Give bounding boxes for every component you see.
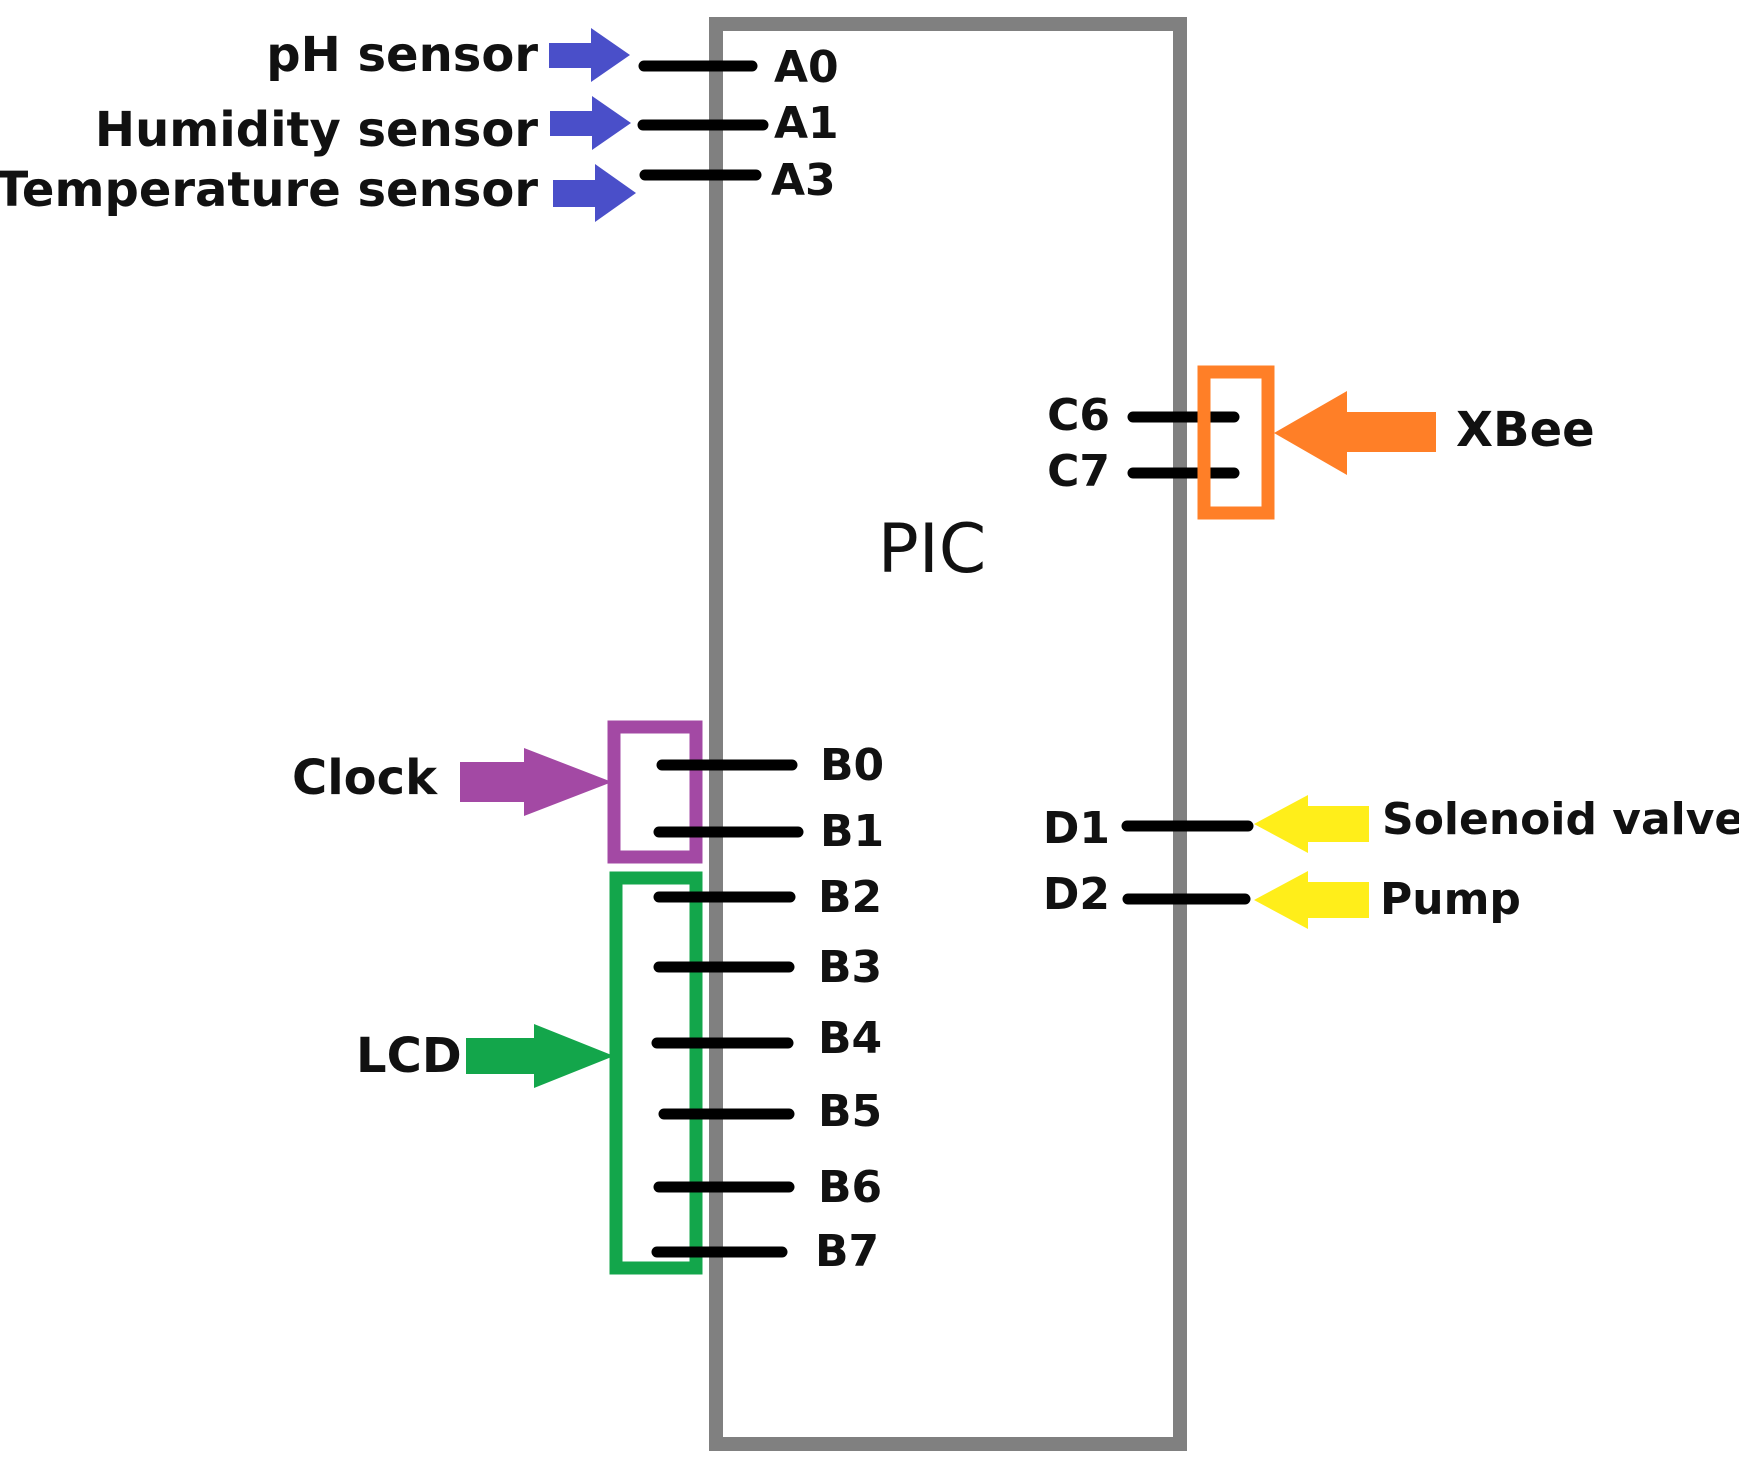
pin-label-b7: B7 [815, 1226, 879, 1277]
pin-label-c6: C6 [1047, 390, 1110, 441]
clock-group: Clock B0 B1 [292, 720, 884, 864]
pin-label-b2: B2 [818, 872, 882, 923]
pin-label-a3: A3 [771, 155, 836, 206]
chip-label: PIC [878, 510, 987, 589]
pump-label: Pump [1380, 874, 1521, 925]
clock-bracket [607, 720, 703, 864]
actuator-group: D1 D2 Solenoid valve Pump [1043, 794, 1739, 929]
xbee-bracket [1197, 365, 1275, 520]
sensor-group: pH sensor Humidity sensor Temperature se… [0, 27, 839, 222]
pin-label-b6: B6 [818, 1162, 882, 1213]
ph-sensor-label: pH sensor [266, 27, 538, 83]
clock-label: Clock [292, 750, 438, 806]
pin-label-b3: B3 [818, 942, 882, 993]
pin-label-b5: B5 [818, 1086, 882, 1137]
xbee-label: XBee [1456, 402, 1595, 458]
lcd-arrow-icon [466, 1024, 614, 1088]
ph-sensor-arrow-icon [549, 28, 630, 82]
lcd-bracket [609, 871, 703, 1275]
pin-label-b1: B1 [820, 806, 884, 857]
pin-label-a0: A0 [774, 42, 839, 93]
solenoid-valve-label: Solenoid valve [1382, 794, 1739, 845]
solenoid-valve-arrow-icon [1254, 795, 1369, 853]
pic-chip-body [709, 17, 1187, 1451]
lcd-group: LCD B2 B3 B4 B5 B6 B7 [356, 871, 882, 1277]
pin-label-d1: D1 [1043, 803, 1110, 854]
clock-arrow-icon [460, 748, 612, 816]
pin-label-c7: C7 [1047, 446, 1110, 497]
xbee-group: C6 C7 XBee [1047, 365, 1595, 520]
lcd-label: LCD [356, 1028, 462, 1084]
pump-arrow-icon [1254, 871, 1369, 929]
pin-label-b0: B0 [820, 740, 884, 791]
temperature-sensor-arrow-icon [553, 164, 636, 222]
temperature-sensor-label: Temperature sensor [0, 162, 538, 218]
pin-label-a1: A1 [774, 98, 839, 149]
xbee-arrow-icon [1274, 391, 1436, 475]
pin-label-d2: D2 [1043, 869, 1110, 920]
humidity-sensor-arrow-icon [550, 96, 631, 150]
humidity-sensor-label: Humidity sensor [95, 102, 538, 158]
pin-label-b4: B4 [818, 1013, 882, 1064]
